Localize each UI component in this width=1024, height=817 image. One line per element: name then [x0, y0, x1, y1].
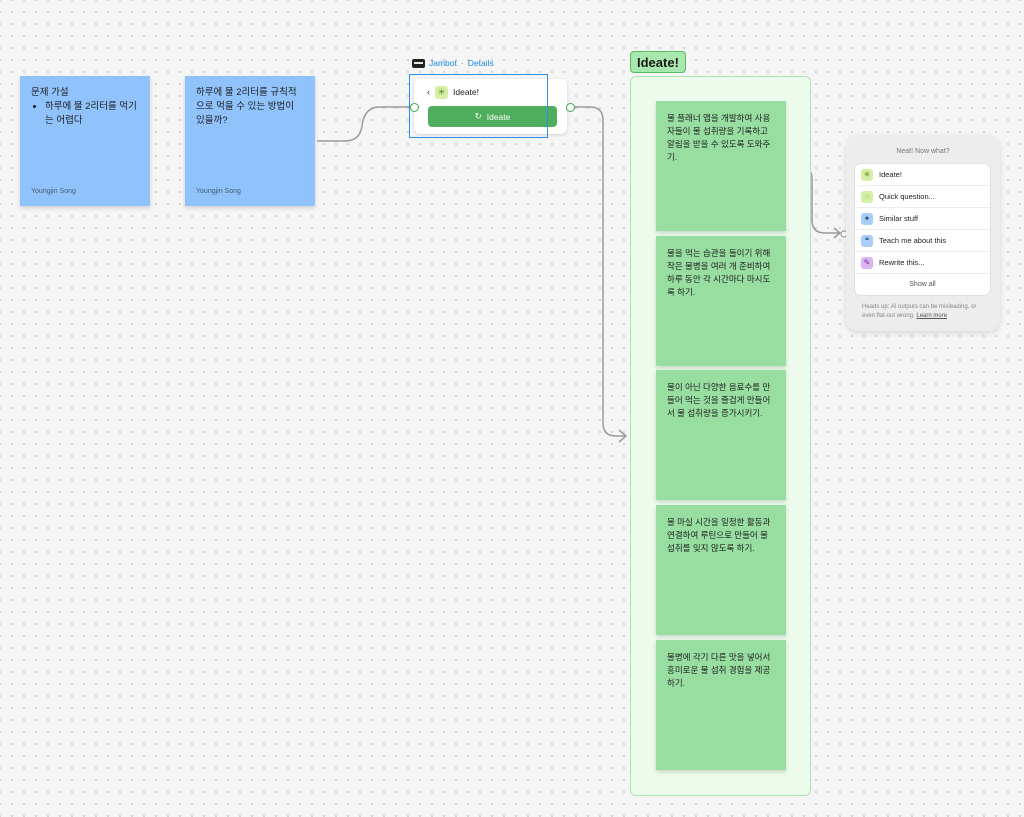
hypothesis-sticky-note[interactable]: 문제 가설 하루에 물 2리터를 먹기는 어렵다 Youngjin Song [20, 76, 150, 206]
sparkle-icon: ✳ [861, 168, 873, 181]
idea-text: 물이 아닌 다양한 음료수를 만들어 먹는 것을 즐겁게 만들어서 물 섭취량을… [667, 382, 771, 418]
idea-sticky-note[interactable]: 물 마실 시간을 일정한 활동과 연결하여 루틴으로 만들어 물 섭취를 잊지 … [656, 505, 786, 635]
action-label: Rewrite this... [879, 258, 925, 267]
idea-text: 물 플래너 앱을 개발하여 사용자들이 물 섭취량을 기록하고 알림을 받을 수… [667, 113, 771, 162]
learn-more-link[interactable]: Learn more [916, 313, 948, 319]
disclaimer-text: Heads up: AI outputs can be misleading, … [862, 304, 977, 319]
input-port[interactable] [410, 103, 419, 112]
action-similar-stuff[interactable]: ✦ Similar stuff [855, 208, 990, 230]
action-rewrite[interactable]: ✎ Rewrite this... [855, 252, 990, 274]
widget-header-label: Ideate! [453, 87, 479, 97]
idea-text: 물병에 각기 다른 맛을 넣어서 흥미로운 물 섭취 경험을 제공하기. [667, 652, 771, 688]
ideate-button[interactable]: ↻ Ideate [428, 106, 557, 127]
action-ideate[interactable]: ✳ Ideate! [855, 164, 990, 186]
sticky-author: Youngjin Song [31, 188, 76, 195]
disclaimer: Heads up: AI outputs can be misleading, … [862, 303, 988, 321]
panel-title: Neat! Now what? [896, 148, 950, 155]
idea-sticky-note[interactable]: 물 플래너 앱을 개발하여 사용자들이 물 섭취량을 기록하고 알림을 받을 수… [656, 101, 786, 231]
next-action-panel: Neat! Now what? ✳ Ideate! ◌ Quick questi… [846, 135, 1000, 331]
chat-bubbles-icon: ❝ [861, 234, 873, 247]
idea-sticky-note[interactable]: 물병에 각기 다른 맛을 넣어서 흥미로운 물 섭취 경험을 제공하기. [656, 640, 786, 770]
refresh-icon: ↻ [474, 111, 482, 121]
show-all-button[interactable]: Show all [909, 281, 936, 288]
widget-name: Jambot [429, 58, 457, 68]
idea-sticky-note[interactable]: 물을 먹는 습관을 들이기 위해 작은 물병을 여러 개 준비하여 하루 동안 … [656, 236, 786, 366]
action-quick-question[interactable]: ◌ Quick question... [855, 186, 990, 208]
idea-text: 물을 먹는 습관을 들이기 위해 작은 물병을 여러 개 준비하여 하루 동안 … [667, 248, 771, 297]
widget-separator: · [460, 58, 464, 68]
widget-label: Jambot · Details [412, 58, 494, 68]
section-title[interactable]: Ideate! [630, 51, 686, 73]
sticky-bullet: 하루에 물 2리터를 먹기는 어렵다 [45, 100, 139, 128]
action-label: Similar stuff [879, 214, 919, 223]
action-teach-me[interactable]: ❝ Teach me about this [855, 230, 990, 252]
back-chevron-icon[interactable]: ‹ [427, 87, 430, 97]
selection-frame [409, 74, 548, 138]
output-port[interactable] [566, 103, 575, 112]
details-link[interactable]: Details [467, 58, 494, 68]
action-label: Quick question... [879, 192, 935, 201]
ideate-button-label: Ideate [486, 111, 511, 122]
sparkle-icon: ✳ [435, 85, 448, 99]
action-label: Teach me about this [879, 236, 947, 245]
magic-wand-icon: ✦ [861, 212, 873, 225]
action-list: ✳ Ideate! ◌ Quick question... ✦ Similar … [855, 164, 990, 295]
sticky-text: 하루에 물 2리터를 규칙적으로 먹을 수 있는 방법이 있을까? [196, 87, 297, 126]
speech-bubble-icon: ◌ [861, 190, 873, 203]
jambot-widget[interactable]: ‹ ✳ Ideate! ↻ Ideate [414, 79, 567, 134]
action-label: Ideate! [879, 170, 902, 179]
sticky-author: Youngjin Song [196, 188, 241, 195]
sticky-title: 문제 가설 [31, 87, 69, 98]
idea-sticky-note[interactable]: 물이 아닌 다양한 음료수를 만들어 먹는 것을 즐겁게 만들어서 물 섭취량을… [656, 370, 786, 500]
idea-text: 물 마실 시간을 일정한 활동과 연결하여 루틴으로 만들어 물 섭취를 잊지 … [667, 517, 771, 553]
quill-icon: ✎ [861, 256, 873, 269]
jambot-icon [412, 58, 425, 68]
question-sticky-note[interactable]: 하루에 물 2리터를 규칙적으로 먹을 수 있는 방법이 있을까? Youngj… [185, 76, 315, 206]
